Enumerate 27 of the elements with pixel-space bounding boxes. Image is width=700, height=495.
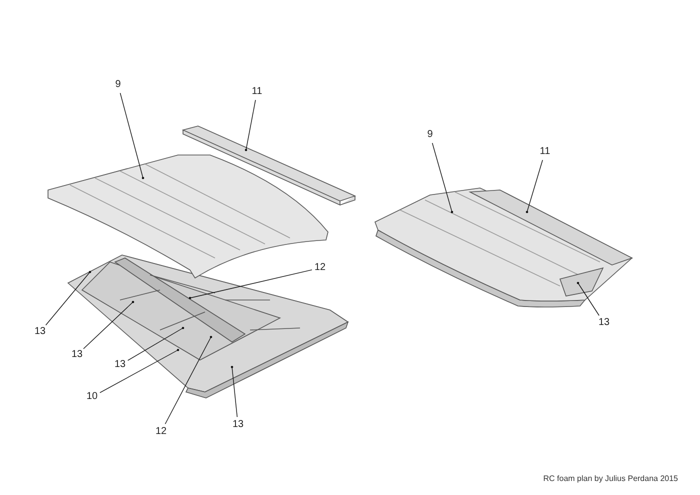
leader-line (45, 270, 92, 326)
leader-line (83, 300, 134, 350)
callout-number: 9 (426, 129, 434, 141)
leader-line (100, 348, 180, 394)
callout-number: 13 (113, 359, 127, 371)
credit-note: RC foam plan by Julius Perdana 2015 (543, 474, 678, 483)
callout-number: 10 (85, 391, 99, 403)
callout-number: 13 (70, 349, 84, 361)
leader-line (127, 326, 184, 361)
callout-number: 11 (538, 146, 552, 158)
wing-skin-drawing (374, 188, 633, 302)
callout-number: 12 (154, 426, 168, 438)
callout-number: 13 (33, 326, 47, 338)
callout-number: 13 (231, 419, 245, 431)
leader-line (230, 366, 238, 418)
callout-number: 11 (250, 86, 264, 98)
leader-line (120, 92, 144, 180)
leader-line (164, 336, 212, 424)
leader-line (188, 269, 312, 300)
leader-line (526, 160, 543, 214)
leader-line (576, 282, 600, 316)
callout-number: 13 (597, 317, 611, 329)
callout-number: 9 (114, 79, 122, 91)
leader-line (244, 100, 256, 152)
spar-drawing (468, 190, 633, 266)
callout-number: 12 (313, 262, 327, 274)
leader-line (432, 142, 454, 214)
